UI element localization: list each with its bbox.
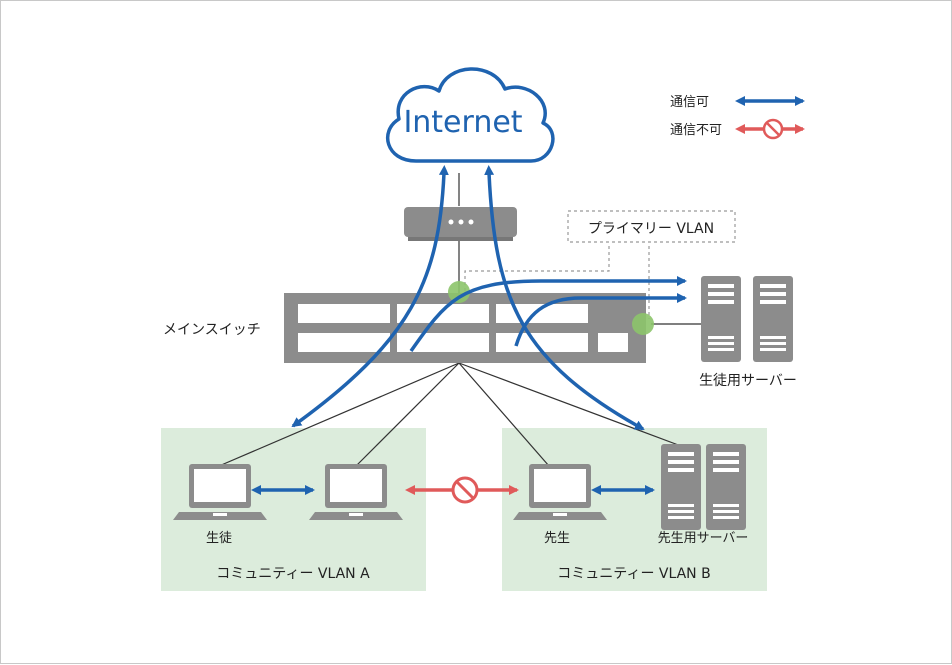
teacher-server-icon-1 [661,444,701,530]
primary-vlan-label: プライマリー VLAN [588,221,714,237]
community-vlan-a-label: コミュニティー VLAN A [216,566,370,582]
internet-cloud-icon [385,67,555,163]
teacher-server-label: 先生用サーバー [658,531,749,546]
router-icon [404,207,517,241]
allowed-flows [291,165,687,431]
legend-blocked-label: 通信不可 [670,123,722,138]
student-server-label: 生徒用サーバー [699,373,797,389]
student-server-icon-2 [753,276,793,362]
legend-blocked-icon [762,118,784,140]
primary-vlan-bracket-left [464,246,610,291]
student-label: 生徒 [206,531,232,546]
main-switch-icon [284,293,646,363]
blocked-icon [451,476,479,504]
promiscuous-port-uplink [448,281,470,303]
legend: 通信可 通信不可 [670,95,805,140]
teacher-label: 先生 [544,531,570,546]
community-vlan-a-zone [161,428,426,591]
community-vlan-b-label: コミュニティー VLAN B [557,566,710,582]
legend-allowed-label: 通信可 [670,95,709,110]
student-server-icon-1 [701,276,741,362]
cloud-label: Internet [403,105,522,140]
main-switch-label: メインスイッチ [163,322,261,338]
promiscuous-port-server [632,313,654,335]
teacher-server-icon-2 [706,444,746,530]
